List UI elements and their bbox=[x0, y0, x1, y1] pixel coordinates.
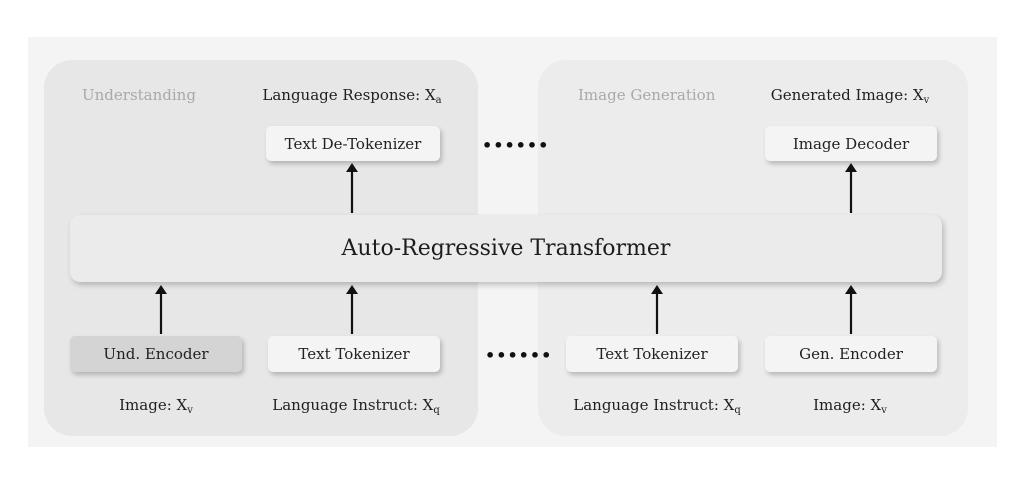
image-input-label-understanding: Image: Xv bbox=[119, 396, 193, 416]
image-generation-title: Image Generation bbox=[578, 86, 716, 104]
und-encoder-box: Und. Encoder bbox=[70, 336, 242, 372]
image-decoder-box: Image Decoder bbox=[765, 126, 937, 161]
language-instruct-label-understanding: Language Instruct: Xq bbox=[272, 396, 440, 416]
language-response-label: Language Response: Xa bbox=[262, 86, 442, 106]
ellipsis-top: •••••• bbox=[482, 136, 550, 155]
understanding-title: Understanding bbox=[82, 86, 196, 104]
gen-encoder-box: Gen. Encoder bbox=[765, 336, 937, 372]
auto-regressive-transformer-box: Auto-Regressive Transformer bbox=[70, 215, 942, 282]
language-instruct-label-generation: Language Instruct: Xq bbox=[573, 396, 741, 416]
text-detokenizer-box: Text De-Tokenizer bbox=[266, 126, 440, 161]
generated-image-label: Generated Image: Xv bbox=[770, 86, 930, 106]
text-tokenizer-box-generation: Text Tokenizer bbox=[566, 336, 738, 372]
image-input-label-generation: Image: Xv bbox=[813, 396, 887, 416]
text-tokenizer-box-understanding: Text Tokenizer bbox=[268, 336, 440, 372]
ellipsis-bottom: •••••• bbox=[485, 346, 553, 365]
